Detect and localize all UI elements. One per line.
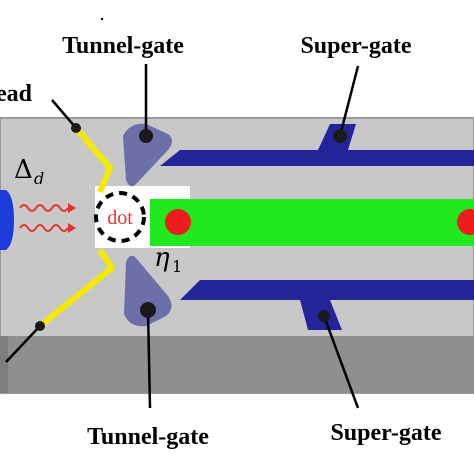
reservoir [0,190,14,250]
speck [100,17,104,21]
delta-subscript: d [34,169,44,188]
label-super-gate-top: Super-gate [300,33,411,59]
eta-symbol: η [154,243,170,273]
photon-wave-bottom [19,224,69,232]
super-gate-bottom-strip [180,280,474,300]
eta-subscript: 1 [172,257,182,276]
quantum-dot [94,191,146,243]
majorana-right [457,209,474,235]
pin-tunnel-gate-top [139,129,153,143]
label-tunnel-gate-bottom: Tunnel-gate [87,424,209,450]
dot-label: dot [107,207,133,229]
leader-super-gate-top [338,65,360,137]
lead-wire-bottom [38,248,115,329]
nanowire [150,199,474,246]
super-gate-top-strip [160,150,474,166]
photon-arrow-top [68,203,76,213]
pin-tunnel-gate-bottom [140,302,156,318]
pin-super-gate-bottom [318,310,330,322]
pin-super-gate-top [333,129,347,143]
leader-super-gate-bottom [322,315,360,409]
photon-arrow-bottom [68,223,76,233]
lead-wire-top [73,126,113,194]
substrate-bottom-band [0,336,474,393]
substrate-side-face [0,336,8,393]
pin-lead-top [71,123,81,133]
photon-wave-top [19,204,69,212]
tunnel-gate-bottom [124,255,172,327]
label-tunnel-gate-top: Tunnel-gate [62,33,184,59]
tunnel-gate-top [123,123,172,187]
pin-lead-bottom [35,321,45,331]
majorana-left [165,209,191,235]
delta-symbol: Δ [14,155,33,185]
leader-lead-bottom [5,325,41,363]
label-lead: ead [0,81,33,107]
label-super-gate-bottom: Super-gate [330,420,441,446]
leader-tunnel-gate-bottom [146,309,152,409]
